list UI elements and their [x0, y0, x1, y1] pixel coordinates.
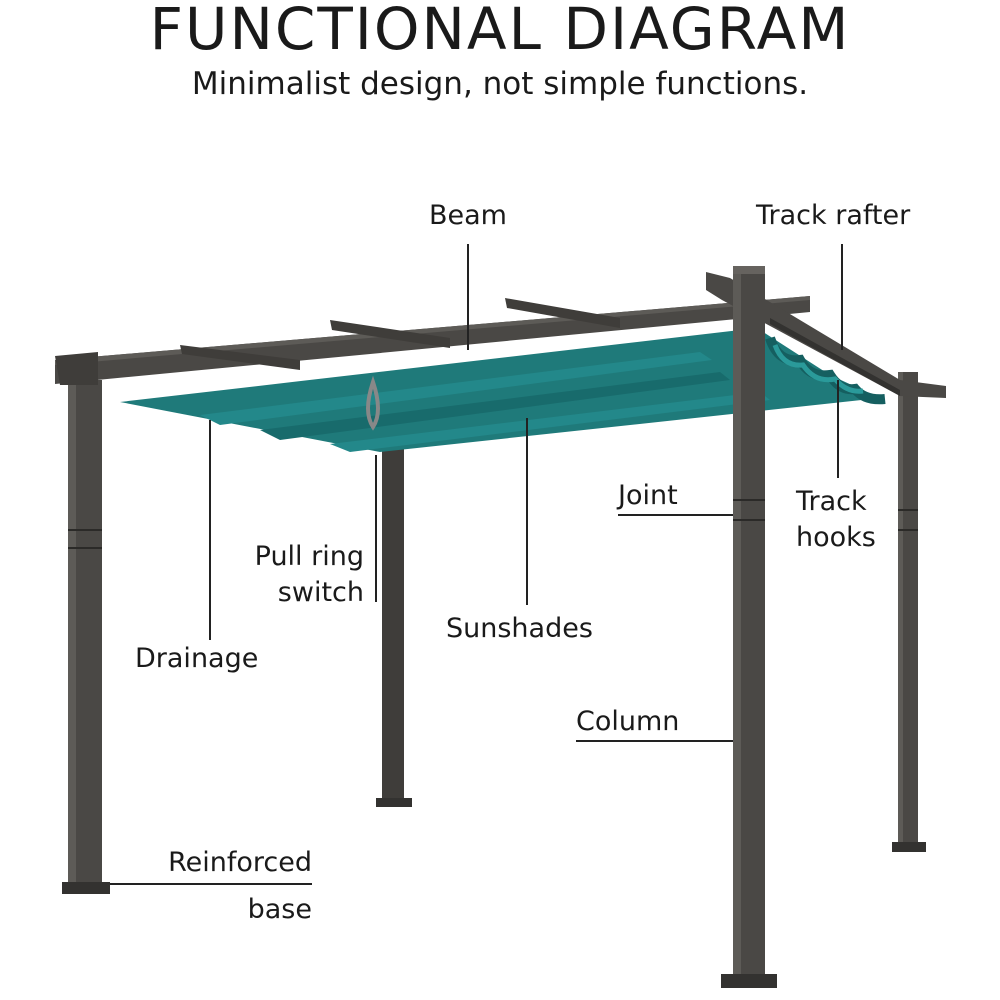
label-track-rafter: Track rafter [756, 200, 911, 231]
sunshade-canopy [120, 330, 886, 452]
page-title: FUNCTIONAL DIAGRAM [149, 0, 851, 63]
label-reinforced-line2: base [247, 894, 312, 925]
leader-lines [110, 244, 843, 885]
label-reinforced-line1: Reinforced [168, 847, 312, 878]
back-right-column [892, 372, 926, 852]
label-beam: Beam [429, 200, 507, 231]
rafters [180, 298, 620, 370]
label-pull-ring-line2: switch [277, 577, 364, 608]
label-sunshades: Sunshades [446, 613, 593, 644]
label-drainage: Drainage [135, 643, 259, 674]
page-subtitle: Minimalist design, not simple functions. [191, 66, 809, 102]
label-joint: Joint [618, 480, 678, 511]
label-track-hooks-line2: hooks [796, 522, 876, 553]
track-rafter-shape [706, 272, 946, 398]
label-track-hooks-line1: Track [796, 486, 867, 517]
front-left-column [55, 352, 110, 894]
back-middle-column [376, 445, 412, 807]
pull-ring [366, 375, 380, 431]
front-right-column [721, 266, 777, 988]
label-column: Column [576, 706, 680, 737]
label-pull-ring-line1: Pull ring [254, 541, 364, 572]
